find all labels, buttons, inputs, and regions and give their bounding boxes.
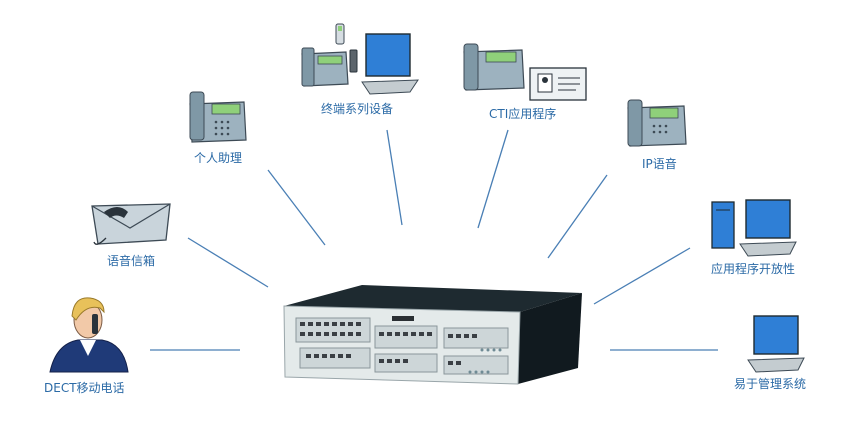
link-terminal [386,129,403,226]
pbx-chassis-icon [283,285,582,385]
link-assistant [267,169,326,246]
workstation-icon [711,199,797,257]
label-voicemail: 语音信箱 [107,254,156,268]
management-monitor-icon [747,315,805,373]
label-terminal-devices: 终端系列设备 [321,102,394,116]
terminal-devices-icon [301,23,419,95]
cti-phone-card-icon [463,43,587,101]
label-open-apps: 应用程序开放性 [711,262,796,276]
voicemail-envelope-icon [91,203,171,245]
link-cti [477,129,509,229]
desk-phone-icon [189,91,247,143]
link-ip-voice [547,174,608,259]
label-ip-voice: IP语音 [642,157,677,171]
dect-user-icon [49,297,129,373]
label-cti-apps: CTI应用程序 [489,107,557,121]
link-voicemail [187,237,269,288]
ip-phone-icon [627,99,687,147]
label-dect-mobile: DECT移动电话 [44,381,125,395]
link-open-apps [593,247,691,305]
label-personal-assistant: 个人助理 [194,151,243,165]
label-management: 易于管理系统 [734,377,807,391]
